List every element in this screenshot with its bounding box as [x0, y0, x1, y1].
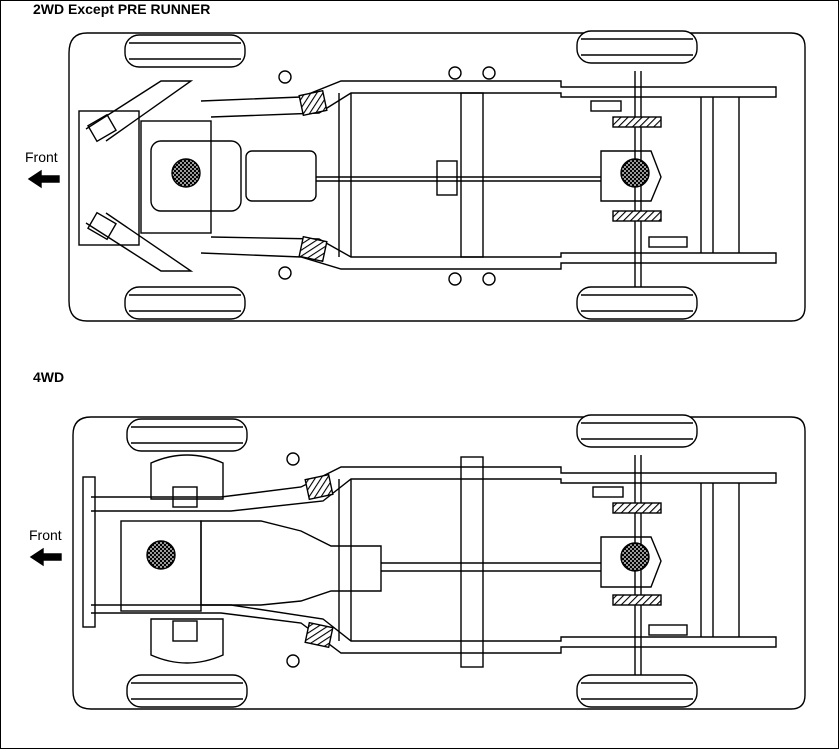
crossmember-front-4wd [82, 476, 96, 628]
transmission-2wd [245, 150, 317, 202]
tire-rear-left-2wd [576, 30, 698, 64]
jack-point-front-right-2wd [298, 235, 328, 263]
lift-point-rear-2wd [620, 158, 650, 188]
tire-rear-left-4wd [576, 414, 698, 448]
jack-point-rear-left-2wd [612, 116, 662, 128]
front-label-2wd: Front [25, 149, 58, 165]
jack-point-front-right-4wd [304, 621, 334, 649]
diagram-2wd [27, 30, 806, 322]
title-2wd: 2WD Except PRE RUNNER [33, 1, 211, 17]
body-outline-2wd [68, 32, 806, 322]
frame-rail-left-2wd [200, 80, 777, 118]
diagram-4wd [29, 414, 806, 710]
jack-point-rear-right-2wd [612, 210, 662, 222]
jack-point-rear-right-4wd [612, 594, 662, 606]
frame-rail-right-4wd [91, 604, 777, 654]
engine-2wd [150, 140, 242, 212]
frame-rail-right-2wd [200, 236, 777, 270]
body-outline-4wd [72, 416, 806, 710]
lift-point-front-4wd [146, 540, 176, 570]
transmission-4wd [200, 520, 382, 606]
front-label-4wd: Front [29, 527, 62, 543]
tire-front-right-4wd [126, 674, 248, 708]
front-arrow-icon-2wd [27, 169, 60, 189]
crossmember-front-2wd [78, 110, 140, 246]
tire-front-right-2wd [124, 286, 246, 320]
crossmember-mid-2wd [460, 92, 484, 258]
lift-point-rear-4wd [620, 542, 650, 572]
jack-point-rear-left-4wd [612, 502, 662, 514]
jack-point-front-left-4wd [304, 473, 334, 501]
lift-point-front-2wd [171, 158, 201, 188]
jack-point-front-left-2wd [298, 89, 328, 117]
frame-rail-left-4wd [91, 466, 777, 512]
title-4wd: 4WD [33, 369, 65, 385]
crossmember-mid-4wd [460, 456, 484, 668]
tire-rear-right-2wd [576, 286, 698, 320]
tire-rear-right-4wd [576, 674, 698, 708]
front-arrow-icon-4wd [29, 547, 62, 567]
tire-front-left-4wd [126, 418, 248, 452]
tire-front-left-2wd [124, 34, 246, 68]
